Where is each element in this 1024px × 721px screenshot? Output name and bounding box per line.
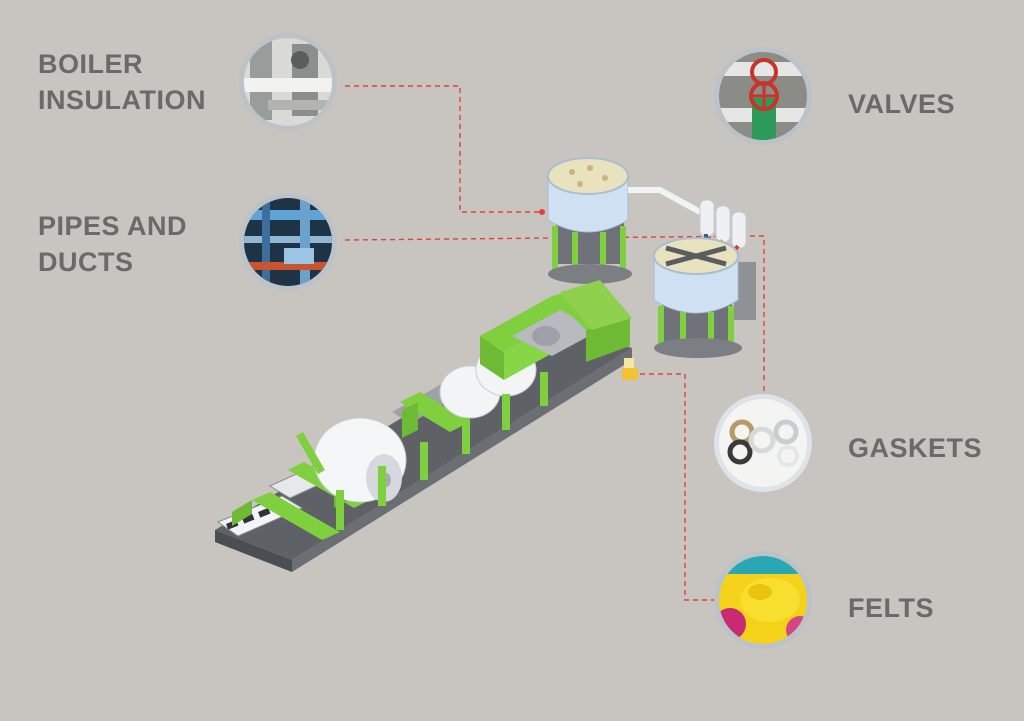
label-pipes-and-ducts: PIPES AND DUCTS bbox=[38, 208, 187, 280]
felts-photo-icon bbox=[714, 551, 812, 649]
connector-boiler-insulation bbox=[345, 85, 542, 213]
label-valves: VALVES bbox=[848, 89, 956, 119]
label-gaskets: GASKETS bbox=[848, 433, 983, 463]
pulp-tank-left bbox=[547, 157, 632, 284]
label-boiler-insulation-line-2: INSULATION bbox=[38, 85, 206, 115]
pipes-ducts-photo-icon bbox=[239, 193, 337, 291]
paper-machine-line bbox=[215, 280, 638, 572]
pipework bbox=[628, 187, 756, 320]
gaskets-photo-icon bbox=[714, 394, 812, 492]
label-pipes-and-ducts-line-2: DUCTS bbox=[38, 247, 134, 277]
label-boiler-insulation-line-1: BOILER bbox=[38, 49, 144, 79]
connector-felts bbox=[640, 373, 718, 601]
label-boiler-insulation: BOILER INSULATION bbox=[38, 46, 206, 118]
boiler-insulation-photo-icon bbox=[239, 33, 337, 131]
label-pipes-and-ducts-line-1: PIPES AND bbox=[38, 211, 188, 241]
label-felts: FELTS bbox=[848, 593, 934, 623]
valves-photo-icon bbox=[714, 47, 812, 145]
connector-pipes-and-ducts bbox=[344, 235, 765, 380]
pulp-tank-right bbox=[653, 237, 742, 358]
